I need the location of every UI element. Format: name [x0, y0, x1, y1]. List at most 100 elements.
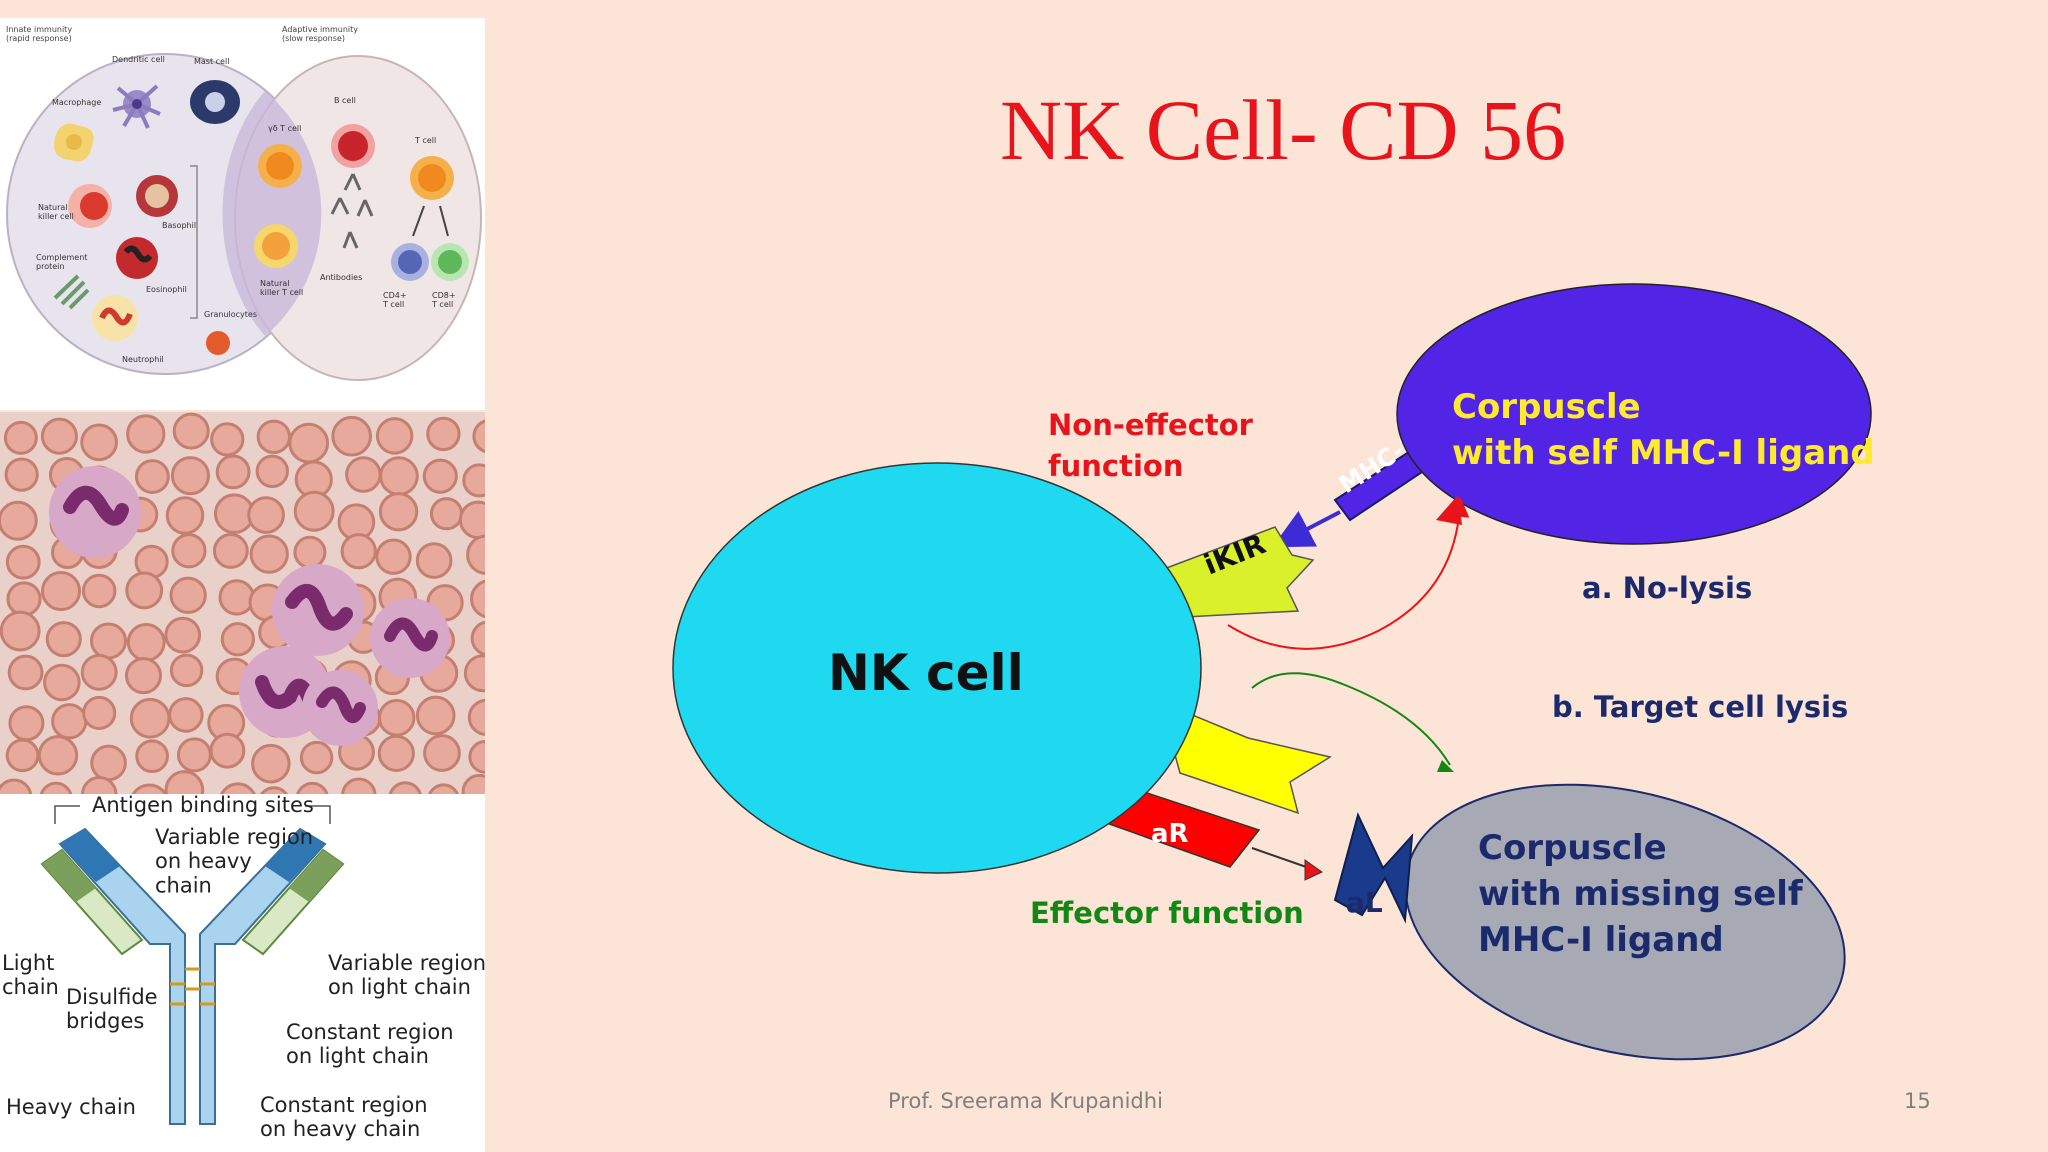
red-blood-cell — [247, 496, 285, 534]
red-blood-cell — [375, 538, 412, 575]
red-blood-cell — [428, 783, 460, 794]
red-blood-cell — [422, 458, 458, 494]
cd4-label: CD4+T cell — [382, 291, 407, 309]
heavy-chain-label: Heavy chain — [6, 1095, 136, 1119]
red-blood-cell — [135, 739, 169, 774]
macrophage-icon — [54, 123, 94, 162]
red-blood-cell — [470, 579, 485, 619]
red-blood-cell — [7, 654, 44, 691]
slide-title: NK Cell- CD 56 — [1000, 82, 1567, 178]
immune-cells-illustration: Innate immunity(rapid response) Adaptive… — [6, 25, 482, 381]
red-blood-cell — [82, 695, 117, 730]
b-cell-label: B cell — [334, 96, 356, 105]
red-blood-cell — [466, 534, 485, 575]
non-effector-label: Non-effector function — [1048, 408, 1253, 483]
red-blood-cell — [168, 697, 204, 733]
corpuscle-missing-label: Corpuscle with missing self MHC-I ligand — [1478, 828, 1803, 960]
red-blood-cell — [165, 496, 205, 535]
heavy-chain-shape — [58, 827, 327, 1125]
granulocytes-bracket-icon — [190, 165, 230, 355]
no-lysis-label: a. No-lysis — [1582, 571, 1753, 605]
cd8-cell-icon — [431, 243, 469, 281]
cd4-cell-icon — [391, 243, 429, 281]
corpuscle-self-label: Corpuscle with self MHC-I ligand — [1452, 387, 1875, 473]
adaptive-title: Adaptive immunity(slow response) — [282, 25, 358, 43]
red-blood-cell — [41, 571, 82, 612]
red-blood-cell — [39, 781, 73, 794]
neutrophil-cell-5 — [302, 670, 378, 746]
dendritic-cell-icon — [112, 84, 161, 129]
complement-protein-icon — [53, 274, 90, 310]
nk-cell-label: NK cell — [828, 644, 1024, 702]
red-blood-cell — [426, 416, 461, 452]
red-blood-cell — [171, 533, 207, 569]
macrophage-label: Macrophage — [52, 98, 101, 107]
footer-author: Prof. Sreerama Krupanidhi — [888, 1089, 1163, 1113]
red-blood-cell — [80, 423, 118, 462]
effector-label: Effector function — [1030, 896, 1304, 930]
neutrophil-cell-3 — [370, 598, 450, 678]
neutrophil-icon — [92, 295, 138, 341]
red-blood-cell — [375, 417, 414, 455]
immune-cells-figure: Innate immunity(rapid response) Adaptive… — [0, 18, 485, 410]
neutrophil-cell-1 — [49, 466, 141, 558]
red-blood-cell — [378, 492, 419, 532]
red-blood-cell — [215, 454, 251, 490]
activating-receptor-shape — [1158, 698, 1332, 815]
red-blood-cell — [259, 786, 289, 794]
t-cell-icon — [410, 156, 454, 237]
red-blood-cell — [341, 777, 377, 794]
neutrophil-cell-2 — [272, 564, 364, 656]
red-blood-cell — [4, 457, 39, 492]
nkt-cell-icon — [254, 224, 298, 268]
red-blood-cell — [164, 770, 205, 794]
corpuscle-self-shape — [1396, 283, 1872, 545]
red-blood-cell — [462, 463, 485, 498]
ar-label: aR — [1151, 819, 1189, 849]
antigen-binding-sites-label: Antigen binding sites — [92, 794, 314, 817]
red-blood-cell — [81, 573, 117, 609]
al-ligand-shape — [1333, 812, 1414, 924]
red-blood-cell — [0, 500, 38, 541]
no-lysis-arrowhead-icon — [1436, 495, 1462, 525]
red-blood-cell — [80, 653, 118, 691]
red-blood-cell — [164, 616, 202, 654]
red-blood-cell — [423, 734, 461, 772]
red-blood-cell — [126, 414, 166, 454]
innate-title: Innate immunity(rapid response) — [6, 25, 72, 43]
neutrophil-label: Neutrophil — [122, 355, 164, 364]
blood-smear-illustration — [0, 412, 485, 794]
red-blood-cell — [388, 781, 422, 794]
red-blood-cell — [249, 534, 289, 574]
red-blood-cell — [472, 419, 485, 453]
red-blood-cell — [461, 773, 485, 794]
red-blood-cell — [220, 782, 256, 794]
red-blood-cell — [212, 532, 249, 569]
ar-arrowhead-icon — [1304, 859, 1323, 881]
lysis-arrow — [1251, 672, 1451, 766]
basophil-label: Basophil — [162, 221, 196, 230]
red-blood-cell — [131, 783, 168, 794]
red-blood-cell — [170, 456, 210, 496]
eosinophil-label: Eosinophil — [146, 285, 187, 294]
page-number: 15 — [1904, 1089, 1931, 1113]
red-blood-cell — [124, 657, 163, 695]
red-blood-cell — [134, 459, 170, 495]
red-blood-cell — [209, 732, 246, 769]
antibodies-label: Antibodies — [320, 273, 362, 282]
red-blood-cell — [0, 778, 33, 794]
red-blood-cell — [172, 412, 210, 450]
red-blood-cell — [468, 740, 485, 774]
gd-t-cell-icon — [258, 144, 302, 188]
b-cell-icon — [330, 124, 375, 249]
lysis-arrowhead-icon — [1437, 760, 1454, 772]
mast-cell-label: Mast cell — [194, 57, 229, 66]
